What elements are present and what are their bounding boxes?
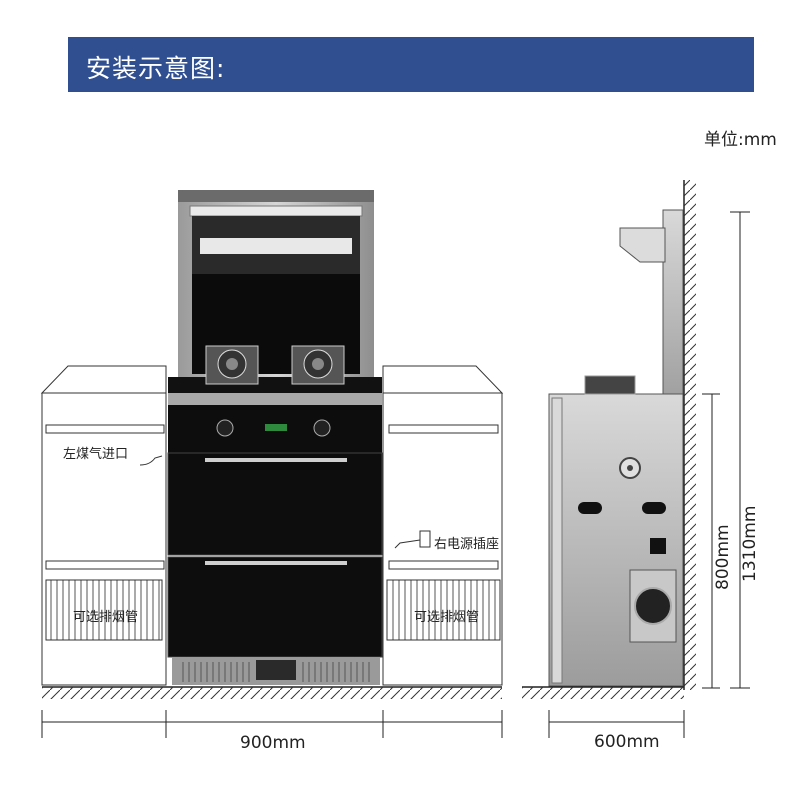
integrated-stove-front [167,190,383,685]
knob-right-icon [313,419,331,437]
burner-right-icon [291,345,345,385]
unit-label: 单位:mm [704,130,777,150]
side-depth-dimension: 600mm [594,732,660,752]
front-view [40,190,504,738]
front-width-dimension: 900mm [240,733,306,753]
right-cabinet [382,365,504,686]
title-banner [68,37,754,92]
gas-inlet-label: 左煤气进口 [63,447,129,462]
exhaust-outlet-icon [634,587,672,625]
page-title: 安装示意图: [86,54,226,83]
side-view [522,180,750,738]
counter-height-dimension: 800mm [713,524,733,590]
power-socket-label: 右电源插座 [434,537,500,552]
total-height-dimension: 1310mm [740,505,760,582]
optional-pipe-left-label: 可选排烟管 [73,610,139,625]
drawer-handle-upper [205,458,347,462]
optional-pipe-right-label: 可选排烟管 [414,610,480,625]
drawer-handle-lower [205,561,347,565]
left-cabinet [40,365,167,686]
burner-left-icon [205,345,259,385]
knob-left-icon [216,419,234,437]
